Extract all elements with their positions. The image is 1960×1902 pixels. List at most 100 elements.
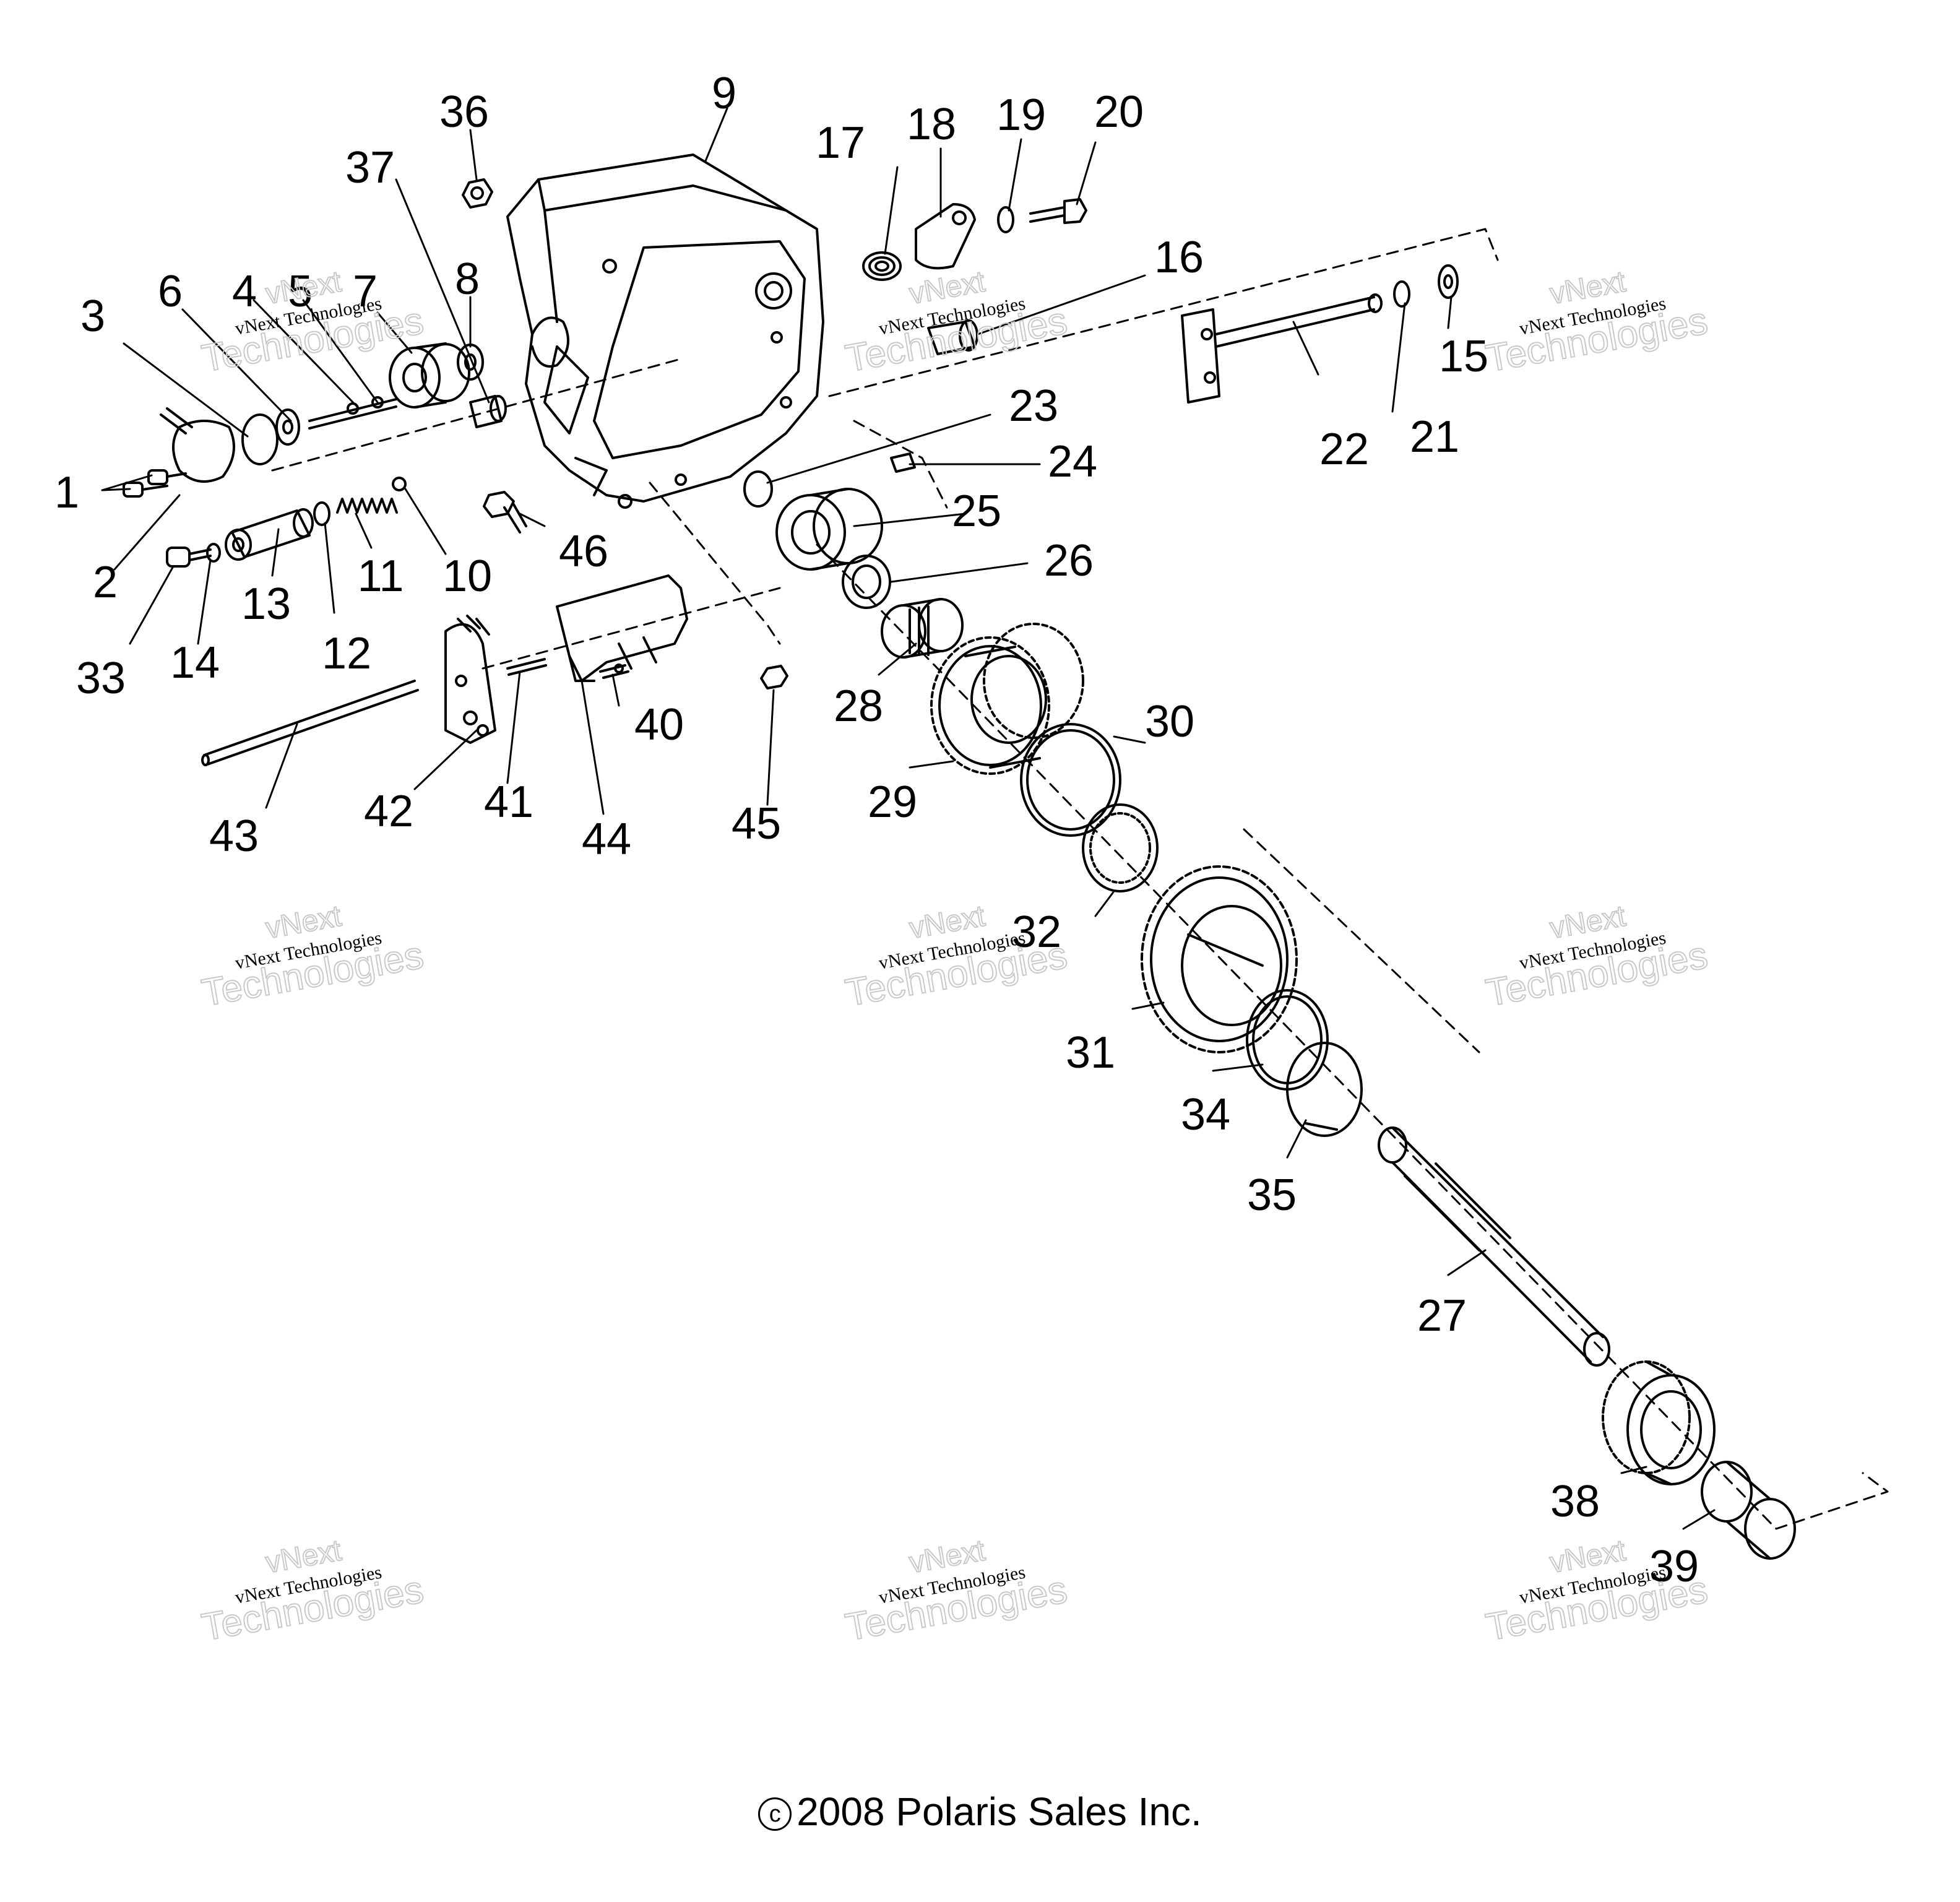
part-label-35: 35 bbox=[1247, 1170, 1297, 1220]
watermark: vNext vNext Technologies Technologies bbox=[1482, 899, 1711, 1016]
part-label-6: 6 bbox=[158, 267, 183, 316]
part-label-26: 26 bbox=[1044, 536, 1094, 586]
part-label-38: 38 bbox=[1550, 1477, 1600, 1526]
part-18-shift-arm bbox=[915, 203, 976, 270]
part-label-45: 45 bbox=[732, 799, 781, 849]
part-40-pins bbox=[599, 664, 629, 679]
part-label-1: 1 bbox=[54, 468, 79, 517]
part-26-washer bbox=[842, 555, 891, 609]
part-21-o-ring bbox=[1393, 280, 1410, 308]
part-22-shaft bbox=[1181, 293, 1383, 404]
part-31-gear bbox=[1141, 865, 1298, 1053]
part-label-13: 13 bbox=[241, 579, 291, 629]
part-32-collar bbox=[1082, 803, 1159, 893]
part-19-washer bbox=[997, 206, 1014, 233]
part-23-circlip bbox=[743, 470, 773, 508]
part-33-bolt bbox=[166, 547, 212, 568]
part-36-nut bbox=[462, 178, 493, 209]
part-label-8: 8 bbox=[455, 254, 480, 304]
part-8-washer bbox=[457, 344, 484, 381]
part-label-27: 27 bbox=[1417, 1291, 1467, 1341]
copyright-symbol: c bbox=[758, 1797, 792, 1831]
part-label-7: 7 bbox=[353, 267, 378, 316]
part-11-spring bbox=[336, 498, 398, 514]
part-label-14: 14 bbox=[170, 638, 220, 688]
part-label-5: 5 bbox=[288, 267, 313, 316]
part-label-20: 20 bbox=[1094, 87, 1144, 137]
watermark: vNext vNext Technologies Technologies bbox=[842, 1534, 1071, 1650]
part-number-labels: 1 2 3 4 5 6 7 8 9 10 11 12 13 14 15 16 1… bbox=[54, 69, 1699, 1591]
part-label-28: 28 bbox=[834, 681, 883, 731]
part-label-36: 36 bbox=[439, 87, 489, 137]
part-3-o-ring bbox=[241, 413, 278, 465]
watermark: vNext vNext Technologies Technologies bbox=[198, 265, 427, 381]
part-label-19: 19 bbox=[996, 90, 1046, 140]
part-label-24: 24 bbox=[1048, 437, 1097, 486]
watermark: vNext vNext Technologies Technologies bbox=[198, 1534, 427, 1650]
part-43-shaft bbox=[201, 680, 419, 766]
part-label-33: 33 bbox=[76, 654, 126, 703]
part-7-gear-hub bbox=[389, 342, 470, 408]
watermarks: vNext vNext Technologies Technologies vN… bbox=[198, 265, 1711, 1650]
part-label-41: 41 bbox=[484, 777, 533, 827]
part-label-21: 21 bbox=[1410, 412, 1459, 462]
part-30-shim bbox=[1020, 723, 1121, 837]
part-15-washer bbox=[1438, 264, 1459, 299]
watermark: vNext vNext Technologies Technologies bbox=[1482, 1534, 1711, 1650]
part-label-2: 2 bbox=[93, 558, 118, 607]
part-label-17: 17 bbox=[816, 118, 865, 168]
part-label-25: 25 bbox=[952, 486, 1001, 536]
part-label-10: 10 bbox=[443, 551, 492, 601]
part-44-shift-fork bbox=[556, 574, 688, 682]
part-label-9: 9 bbox=[712, 69, 736, 118]
part-46-bolt bbox=[483, 491, 527, 534]
transmission-housing bbox=[506, 153, 824, 509]
part-label-16: 16 bbox=[1154, 233, 1204, 282]
part-label-31: 31 bbox=[1066, 1028, 1115, 1078]
part-label-39: 39 bbox=[1649, 1542, 1699, 1591]
part-35-snap-ring bbox=[1286, 1042, 1363, 1137]
alignment-lines bbox=[271, 228, 1889, 1530]
watermark: vNext vNext Technologies Technologies bbox=[1482, 265, 1711, 381]
part-42-shift-drum bbox=[444, 615, 496, 744]
part-label-18: 18 bbox=[907, 100, 956, 149]
part-28-needle-bearing bbox=[881, 598, 964, 659]
part-label-30: 30 bbox=[1145, 697, 1194, 746]
copyright-text: 2008 Polaris Sales Inc. bbox=[797, 1789, 1202, 1834]
part-2-cover bbox=[160, 407, 235, 483]
part-label-34: 34 bbox=[1181, 1090, 1230, 1139]
part-13-plug bbox=[225, 508, 314, 561]
part-1-bolts bbox=[123, 469, 187, 498]
part-label-32: 32 bbox=[1012, 907, 1061, 957]
part-label-37: 37 bbox=[345, 143, 395, 192]
part-25-bearing bbox=[775, 488, 883, 571]
part-38-gear bbox=[1602, 1360, 1716, 1485]
part-12-o-ring bbox=[313, 501, 330, 526]
part-14-washer bbox=[206, 543, 221, 563]
part-label-22: 22 bbox=[1319, 425, 1369, 474]
part-label-3: 3 bbox=[80, 292, 105, 341]
watermark: vNext vNext Technologies Technologies bbox=[198, 899, 427, 1016]
part-6-washer bbox=[275, 408, 300, 446]
part-label-23: 23 bbox=[1009, 381, 1058, 431]
part-label-29: 29 bbox=[868, 777, 917, 827]
part-label-43: 43 bbox=[209, 811, 259, 861]
leader-lines bbox=[101, 107, 1716, 1530]
watermark: vNext vNext Technologies Technologies bbox=[842, 899, 1071, 1016]
part-label-4: 4 bbox=[232, 267, 257, 316]
part-41-pin bbox=[506, 658, 547, 676]
part-16-bushing bbox=[927, 319, 978, 355]
part-label-46: 46 bbox=[559, 527, 608, 576]
part-27-output-shaft bbox=[1378, 1126, 1610, 1367]
part-17-spring bbox=[862, 251, 902, 281]
part-label-40: 40 bbox=[634, 700, 684, 750]
watermark: vNext vNext Technologies Technologies bbox=[842, 265, 1071, 381]
part-10-ball bbox=[392, 477, 407, 491]
part-label-12: 12 bbox=[322, 629, 371, 678]
part-label-42: 42 bbox=[364, 787, 413, 836]
part-45-nut bbox=[760, 665, 788, 689]
part-label-11: 11 bbox=[358, 551, 404, 601]
part-29-gear bbox=[930, 623, 1084, 775]
